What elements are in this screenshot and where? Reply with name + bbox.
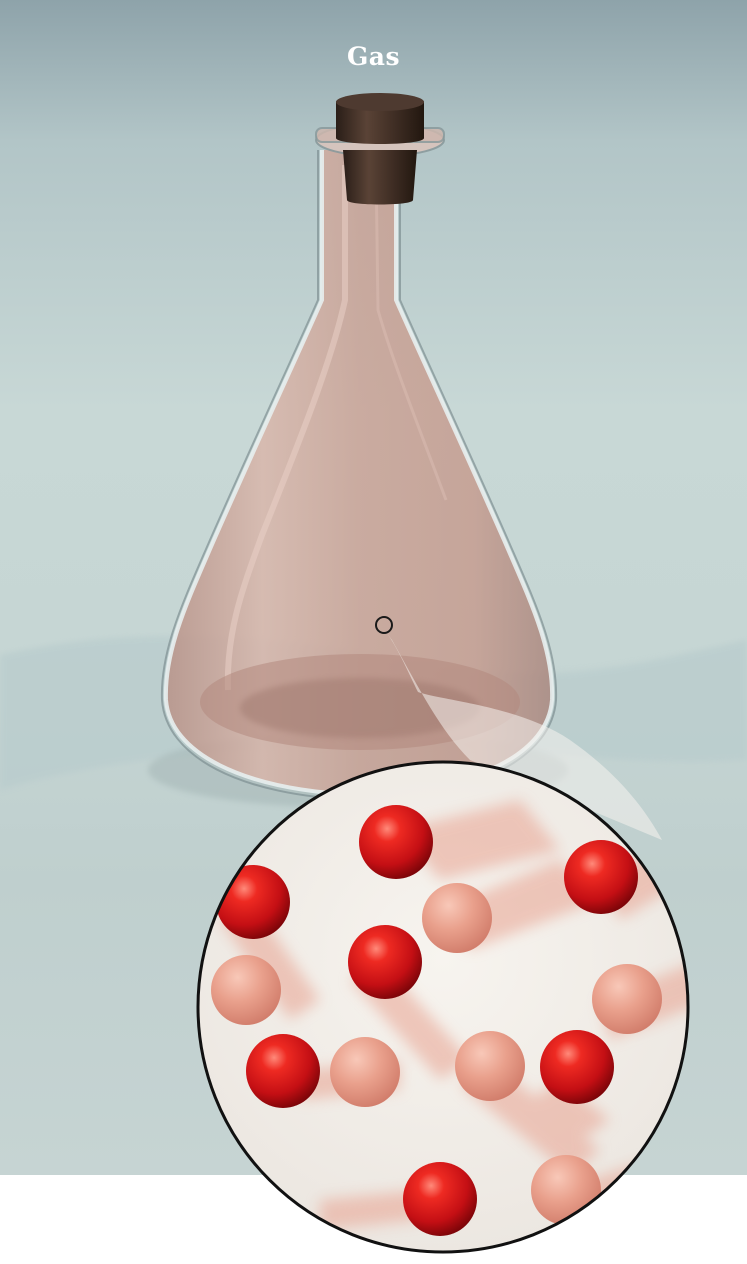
state-label: Gas (0, 42, 747, 71)
